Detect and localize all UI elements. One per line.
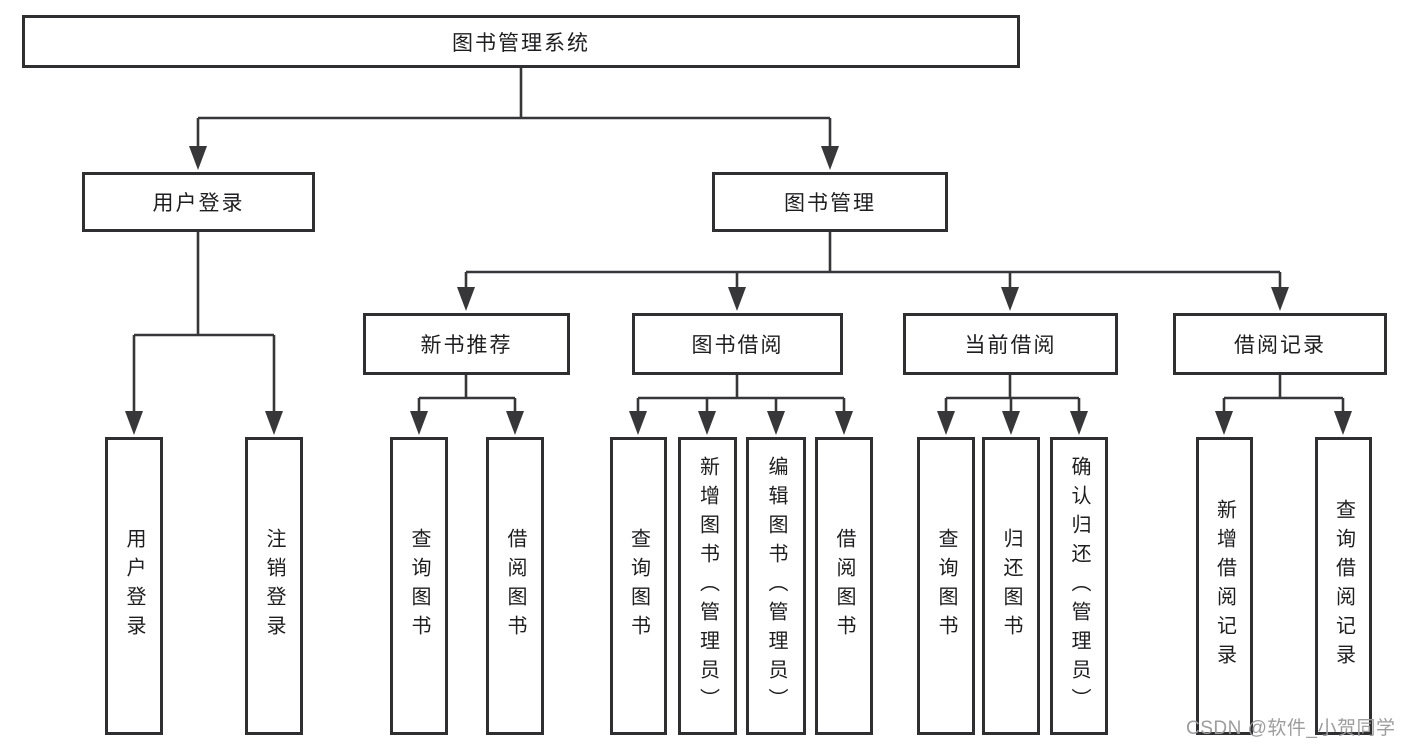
leaf-label: 归还图书 [1000, 528, 1022, 644]
leaf-label: 注销登录 [263, 528, 285, 644]
leaf-confirm-return-admin: 确认归还（管理员） [1050, 437, 1108, 735]
leaf-label: 借阅图书 [504, 528, 526, 644]
leaf-query-books-borrowing: 查询图书 [610, 437, 667, 735]
leaf-add-books-admin: 新增图书（管理员） [678, 437, 737, 735]
leaf-label: 查询借阅记录 [1332, 499, 1355, 673]
leaf-label: 新增图书（管理员） [696, 455, 719, 717]
node-current-borrowing: 当前借阅 [903, 313, 1118, 375]
leaf-return-books: 归还图书 [982, 437, 1040, 735]
leaf-query-borrow-record: 查询借阅记录 [1315, 437, 1372, 735]
leaf-add-borrow-record: 新增借阅记录 [1196, 437, 1253, 735]
node-user-login: 用户登录 [82, 172, 315, 232]
leaf-borrow-books-recommend: 借阅图书 [486, 437, 544, 735]
leaf-label: 查询图书 [935, 528, 957, 644]
node-new-book-recommend: 新书推荐 [363, 313, 570, 375]
node-borrowing-records: 借阅记录 [1173, 313, 1387, 375]
leaf-query-books-recommend: 查询图书 [390, 437, 448, 735]
node-book-management: 图书管理 [712, 172, 948, 232]
leaf-label: 借阅图书 [833, 528, 855, 644]
leaf-label: 编辑图书（管理员） [765, 455, 787, 717]
leaf-label: 确认归还（管理员） [1068, 455, 1090, 717]
leaf-label: 查询图书 [627, 528, 650, 644]
leaf-logout: 注销登录 [245, 437, 303, 735]
leaf-label: 用户登录 [123, 528, 145, 644]
leaf-user-login: 用户登录 [105, 437, 163, 735]
csdn-watermark: CSDN @软件_小贺同学 [1186, 718, 1396, 739]
leaf-borrow-books: 借阅图书 [815, 437, 873, 735]
leaf-query-books-current: 查询图书 [917, 437, 975, 735]
leaf-edit-books-admin: 编辑图书（管理员） [746, 437, 806, 735]
leaf-label: 查询图书 [408, 528, 430, 644]
node-root: 图书管理系统 [22, 15, 1020, 68]
node-book-borrowing: 图书借阅 [632, 313, 843, 375]
leaf-label: 新增借阅记录 [1213, 499, 1236, 673]
